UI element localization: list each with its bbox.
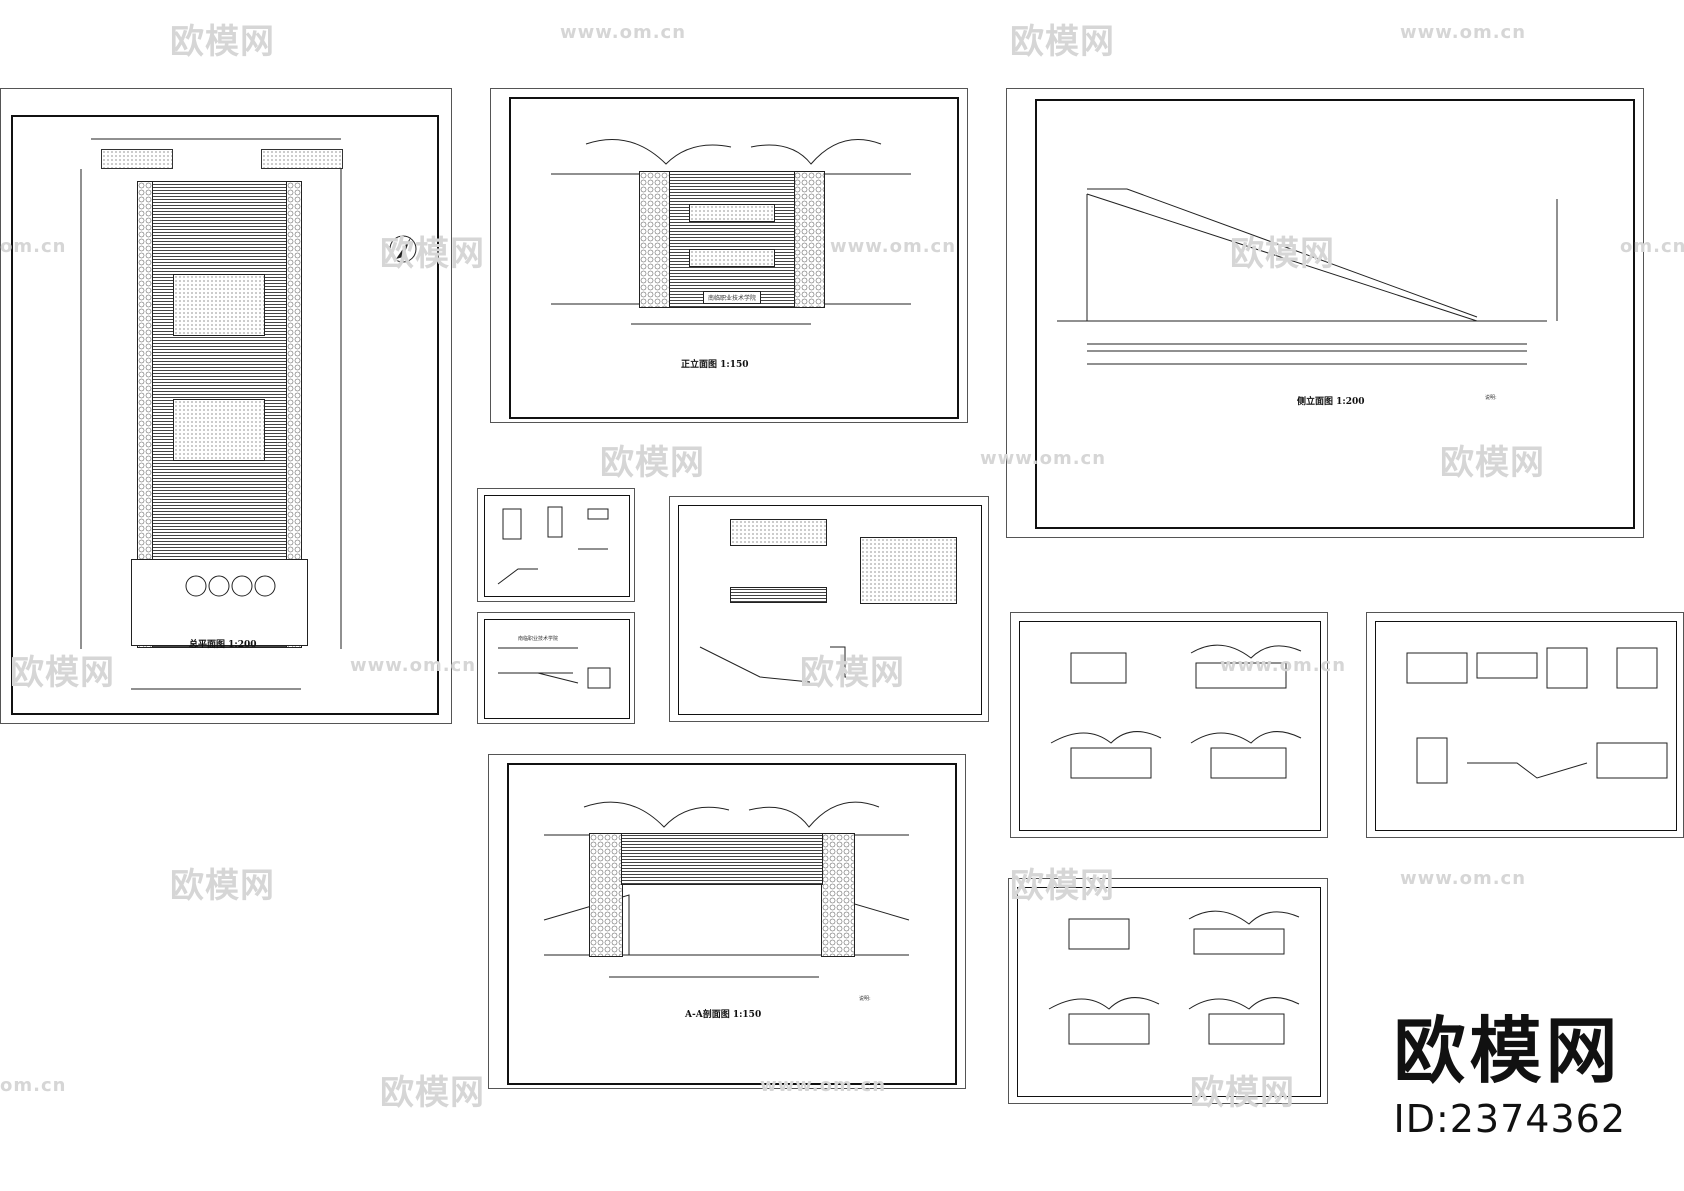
sheet-detail-mid[interactable]: [669, 496, 989, 722]
detail-drawing: [497, 506, 609, 585]
stair-section-icon: [699, 646, 860, 683]
platform-1: [173, 274, 265, 336]
model-id-label: ID:2374362: [1393, 1097, 1626, 1141]
paving-section: [730, 587, 827, 603]
sheet-frame: [507, 763, 957, 1085]
watermark-brand: 欧模网: [380, 1073, 485, 1113]
watermark-brand: 欧模网: [170, 22, 275, 62]
brand-badge: 欧模网 ID:2374362: [1393, 1015, 1626, 1141]
stair-wall-left: [137, 181, 153, 648]
sheet-side-elevation[interactable]: 侧立面图 1:200 说明:: [1006, 88, 1644, 538]
detail-banner: 南临职业技术学院: [518, 636, 559, 642]
sheet-frame: [484, 495, 630, 597]
watermark-url: www.om.cn: [1400, 22, 1527, 43]
sheet-title: 侧立面图 1:200: [1297, 397, 1365, 407]
gate-block-right: [261, 149, 343, 169]
stair-elevation: [669, 171, 795, 308]
gate-block-left: [101, 149, 173, 169]
sheet-section-aa[interactable]: A-A剖面图 1:150 说明:: [488, 754, 966, 1089]
slope-profile: [1057, 188, 1558, 365]
sheet-guardhouse-b[interactable]: [1366, 612, 1684, 838]
sheet-frame: [1017, 887, 1321, 1097]
notes-heading: 说明:: [1485, 395, 1497, 401]
notes-heading: 说明:: [859, 996, 871, 1002]
section-drawing: [543, 801, 910, 978]
north-arrow-icon: [389, 235, 417, 263]
paving-plan-2: [860, 537, 957, 604]
watermark-brand: 欧模网: [170, 866, 275, 906]
wall-right: [793, 171, 825, 308]
section-stair: [621, 833, 823, 885]
panel-upper: [689, 204, 775, 222]
sheet-site-plan[interactable]: 总平面图 1:200: [0, 88, 452, 724]
paving-plan-1: [730, 519, 827, 546]
sheet-guardhouse-a[interactable]: [1010, 612, 1328, 838]
guardhouse-details: [1406, 647, 1668, 784]
section-wall-right: [821, 833, 855, 957]
panel-lower: [689, 249, 775, 267]
sheet-detail-small-1[interactable]: [477, 488, 635, 602]
sheet-title: A-A剖面图 1:150: [685, 1010, 762, 1020]
sheet-frame: [11, 115, 439, 715]
sheet-front-elevation[interactable]: 南临职业技术学院 正立面图 1:150: [490, 88, 968, 423]
brand-name: 欧模网: [1393, 1009, 1622, 1093]
watermark-brand: 欧模网: [600, 443, 705, 483]
gate-banner: 南临职业技术学院: [703, 291, 762, 304]
guardhouse-drawings: [1050, 644, 1302, 779]
sheet-guardhouse-c[interactable]: [1008, 878, 1328, 1104]
entrance-planters: [80, 138, 342, 690]
watermark-url: www.om.cn: [560, 22, 687, 43]
entrance-plaza: [131, 559, 308, 646]
wall-left: [639, 171, 671, 308]
section-wall-left: [589, 833, 623, 957]
guardhouse-drawings: [1048, 910, 1300, 1045]
sheet-frame: [1019, 621, 1321, 831]
sheet-title: 正立面图 1:150: [681, 360, 749, 370]
detail-drawing: [498, 647, 611, 689]
sheet-detail-small-2[interactable]: 南临职业技术学院: [477, 612, 635, 724]
watermark-url: om.cn: [0, 1075, 67, 1096]
platform-2: [173, 399, 265, 461]
sheet-frame: [1035, 99, 1635, 529]
sheet-frame: [509, 97, 959, 419]
watermark-brand: 欧模网: [1010, 22, 1115, 62]
sheet-frame: [678, 505, 982, 715]
sheet-title: 总平面图 1:200: [189, 640, 257, 650]
stair-wall-right: [286, 181, 302, 648]
sheet-frame: [1375, 621, 1677, 831]
watermark-url: www.om.cn: [1400, 868, 1527, 889]
sheet-frame: [484, 619, 630, 719]
